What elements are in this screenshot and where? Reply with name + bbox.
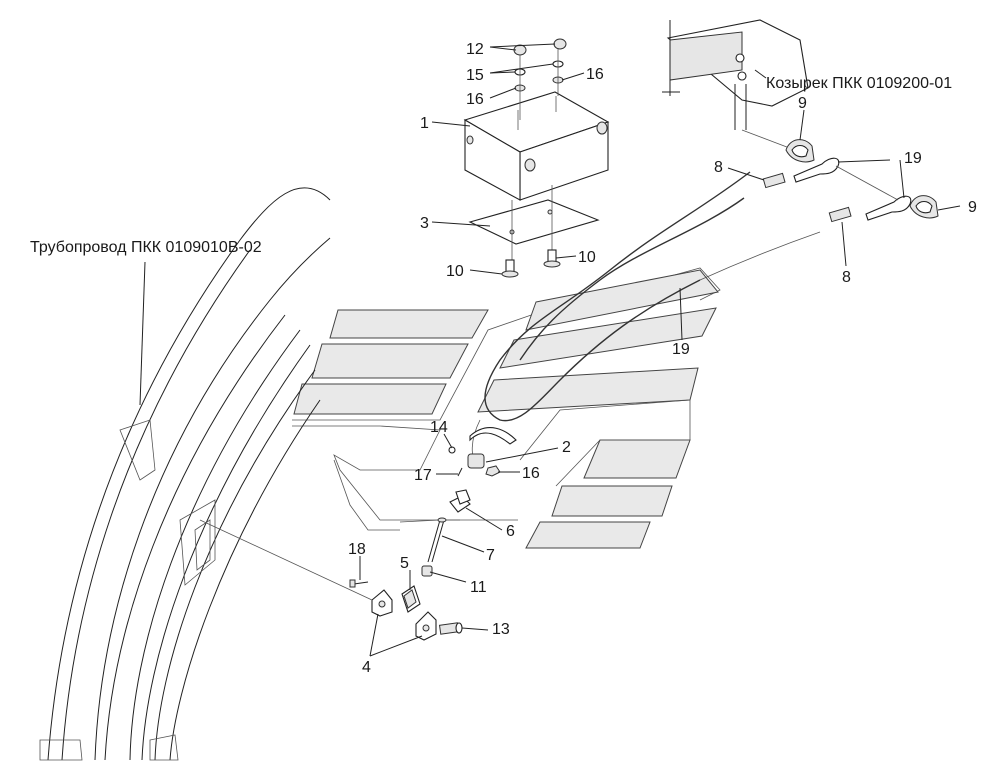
callout-13: 13: [492, 621, 510, 638]
callout-8-top: 8: [714, 159, 723, 176]
callout-5: 5: [400, 555, 409, 572]
thimble-part-9: [785, 139, 939, 219]
callout-9-right: 9: [968, 199, 977, 216]
gasket-part-3: [468, 185, 600, 262]
leader-lines: [139, 43, 961, 657]
callout-11: 11: [470, 579, 487, 596]
pipeline-label: Трубопровод ПКК 0109010В-02: [30, 239, 262, 256]
callout-7: 7: [486, 547, 495, 564]
pin-part-13: [438, 622, 463, 635]
cable-loop-part-19: [793, 157, 912, 221]
callout-3: 3: [420, 215, 429, 232]
callout-17: 17: [414, 467, 432, 484]
callout-19-middle: 19: [672, 341, 690, 358]
screw-part-18: [349, 579, 369, 588]
lever-part-6: [449, 489, 471, 513]
bolt-part-17: [457, 467, 463, 477]
callout-12: 12: [466, 41, 484, 58]
callout-10-left: 10: [446, 263, 464, 280]
callout-18: 18: [348, 541, 366, 558]
callout-8-right: 8: [842, 269, 851, 286]
clamp-part-16: [467, 453, 501, 477]
box-cover-part-1: [463, 91, 610, 201]
callout-16-top-right: 16: [586, 66, 604, 83]
callout-10-right: 10: [578, 249, 596, 266]
callout-6: 6: [506, 523, 515, 540]
callout-16-top-left: 16: [466, 91, 484, 108]
cab-panel: [292, 267, 721, 549]
visor-assembly: [662, 19, 809, 153]
bracket-part-2: [469, 427, 517, 445]
pipeline-frame: [39, 187, 331, 761]
callout-1: 1: [420, 115, 429, 132]
labels: Трубопровод ПКК 0109010В-02 Козырек ПКК …: [30, 41, 977, 676]
callout-15: 15: [466, 67, 484, 84]
callout-4: 4: [362, 659, 371, 676]
fork-part-5: [401, 585, 421, 613]
callout-2: 2: [562, 439, 571, 456]
rod-part-7: [427, 517, 447, 563]
sleeve-part-8: [762, 172, 852, 223]
bolts-part-10: [501, 249, 561, 278]
callout-19-top: 19: [904, 150, 922, 167]
callout-14: 14: [430, 419, 448, 436]
callout-16-bottom: 16: [522, 465, 540, 482]
link-line: [199, 519, 373, 601]
callout-9-top: 9: [798, 95, 807, 112]
brackets-part-4: [371, 589, 437, 641]
visor-label: Козырек ПКК 0109200-01: [766, 75, 952, 92]
bushing-part-11: [421, 565, 433, 577]
